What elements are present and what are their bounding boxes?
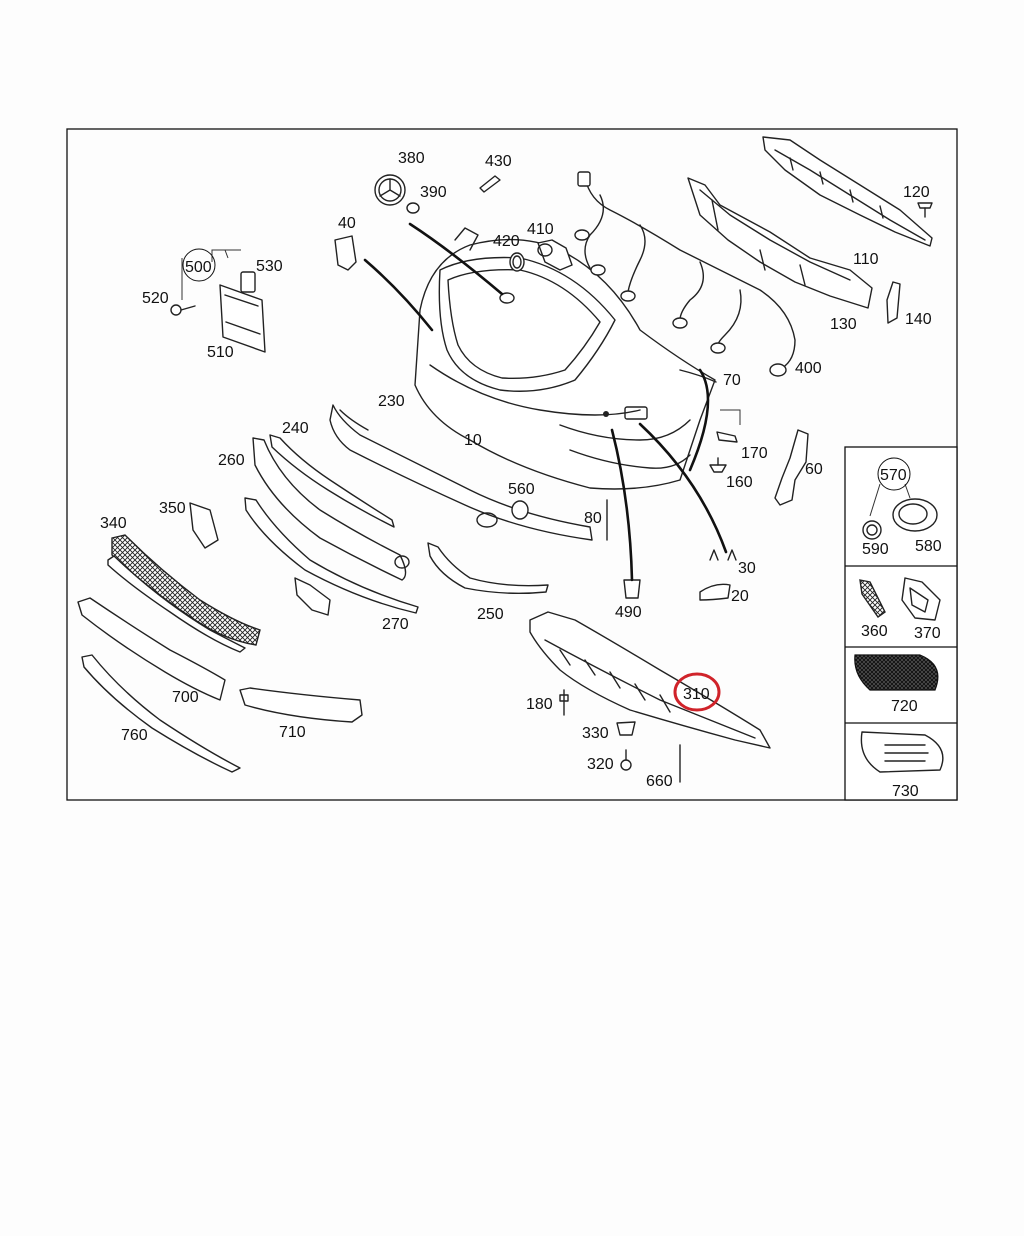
bumper-cover-part-10[interactable] <box>414 227 716 490</box>
fastener-part-160[interactable] <box>709 457 727 473</box>
group-circle-500 <box>182 248 216 282</box>
underbody-panel-part-310[interactable] <box>529 611 771 749</box>
label-500[interactable]: 500 <box>185 259 212 276</box>
label-360[interactable]: 360 <box>861 623 888 640</box>
label-120[interactable]: 120 <box>903 184 930 201</box>
trim-part-260[interactable] <box>252 437 410 581</box>
label-230[interactable]: 230 <box>378 393 405 410</box>
trim-part-250[interactable] <box>427 542 549 595</box>
fog-lamp-frame-part-580[interactable] <box>892 498 938 532</box>
label-400[interactable]: 400 <box>795 360 822 377</box>
label-570[interactable]: 570 <box>880 467 907 484</box>
main-diagram-frame <box>66 128 958 801</box>
label-430[interactable]: 430 <box>485 153 512 170</box>
label-510[interactable]: 510 <box>207 344 234 361</box>
clip-part-530[interactable] <box>240 271 256 293</box>
clip-part-170[interactable] <box>716 431 738 443</box>
trim-part-760[interactable] <box>81 654 241 773</box>
cap-part-560[interactable] <box>511 500 529 520</box>
trim-part-270[interactable] <box>244 497 419 614</box>
nut-part-330[interactable] <box>616 721 636 736</box>
label-700[interactable]: 700 <box>172 689 199 706</box>
ring-part-590[interactable] <box>862 520 882 540</box>
label-70[interactable]: 70 <box>723 372 741 389</box>
label-110[interactable]: 110 <box>853 251 879 268</box>
label-660[interactable]: 660 <box>646 773 673 790</box>
label-530[interactable]: 530 <box>256 258 283 275</box>
bolt-part-180[interactable] <box>559 689 569 716</box>
label-730[interactable]: 730 <box>892 783 919 800</box>
label-240[interactable]: 240 <box>282 420 309 437</box>
label-760[interactable]: 760 <box>121 727 148 744</box>
cover-part-40[interactable] <box>334 235 357 271</box>
grille-insert-part-360[interactable] <box>859 579 886 618</box>
label-710[interactable]: 710 <box>279 724 306 741</box>
label-20[interactable]: 20 <box>731 588 749 605</box>
strip-part-70[interactable] <box>679 369 717 383</box>
label-560[interactable]: 560 <box>508 481 535 498</box>
leader-lines <box>181 222 911 582</box>
label-140[interactable]: 140 <box>905 311 932 328</box>
label-370[interactable]: 370 <box>914 625 941 642</box>
label-490[interactable]: 490 <box>615 604 642 621</box>
label-80[interactable]: 80 <box>584 510 602 527</box>
callout-labels: 380 430 390 120 40 410 420 110 500 530 5… <box>100 150 942 800</box>
label-10[interactable]: 10 <box>464 432 482 449</box>
trim-part-230[interactable] <box>329 404 593 541</box>
label-250[interactable]: 250 <box>477 606 504 623</box>
bracket-part-130[interactable] <box>687 177 873 309</box>
label-320[interactable]: 320 <box>587 756 614 773</box>
label-520[interactable]: 520 <box>142 290 169 307</box>
label-170[interactable]: 170 <box>741 445 768 462</box>
cap-part-20[interactable] <box>699 583 731 601</box>
park-sensor-part-410[interactable] <box>537 239 573 271</box>
label-30[interactable]: 30 <box>738 560 756 577</box>
plate-holder-part-510[interactable] <box>219 284 266 353</box>
grille-insert-part-720[interactable] <box>854 654 939 691</box>
clip-part-430[interactable] <box>479 175 501 193</box>
screw-part-120[interactable] <box>917 202 933 218</box>
label-340[interactable]: 340 <box>100 515 127 532</box>
label-160[interactable]: 160 <box>726 474 753 491</box>
label-130[interactable]: 130 <box>830 316 857 333</box>
emblem-clip-part-390[interactable] <box>406 202 420 214</box>
screw-part-320[interactable] <box>620 749 632 771</box>
label-350[interactable]: 350 <box>159 500 186 517</box>
wiring-harness-part-400[interactable] <box>574 171 796 377</box>
trim-part-700[interactable] <box>77 597 226 701</box>
label-380[interactable]: 380 <box>398 150 425 167</box>
sensor-holder-part-420[interactable] <box>509 252 525 272</box>
label-180[interactable]: 180 <box>526 696 553 713</box>
trim-part-710[interactable] <box>239 687 363 723</box>
clip-part-30[interactable] <box>709 549 737 561</box>
carrier-part-110[interactable] <box>762 136 933 247</box>
grille-part-340[interactable] <box>107 534 261 653</box>
label-40[interactable]: 40 <box>338 215 356 232</box>
grille-insert-part-730[interactable] <box>860 731 944 773</box>
bracket-part-60[interactable] <box>774 429 809 506</box>
label-310[interactable]: 310 <box>683 686 710 703</box>
label-410[interactable]: 410 <box>527 221 554 238</box>
screw-part-520[interactable] <box>170 304 196 316</box>
label-580[interactable]: 580 <box>915 538 942 555</box>
highlight-circle-310 <box>673 672 721 712</box>
label-260[interactable]: 260 <box>218 452 245 469</box>
label-330[interactable]: 330 <box>582 725 609 742</box>
label-390[interactable]: 390 <box>420 184 447 201</box>
group-circle-570 <box>877 457 911 491</box>
frame-part-370[interactable] <box>901 577 941 621</box>
sensor-part-490[interactable] <box>623 579 641 599</box>
label-420[interactable]: 420 <box>493 233 520 250</box>
emblem-part-380[interactable] <box>374 174 406 206</box>
trim-strip-part-140[interactable] <box>886 281 901 324</box>
bracket-part-350[interactable] <box>189 502 331 616</box>
label-590[interactable]: 590 <box>862 541 889 558</box>
label-60[interactable]: 60 <box>805 461 823 478</box>
trim-part-240[interactable] <box>269 434 395 528</box>
label-720[interactable]: 720 <box>891 698 918 715</box>
label-270[interactable]: 270 <box>382 616 409 633</box>
